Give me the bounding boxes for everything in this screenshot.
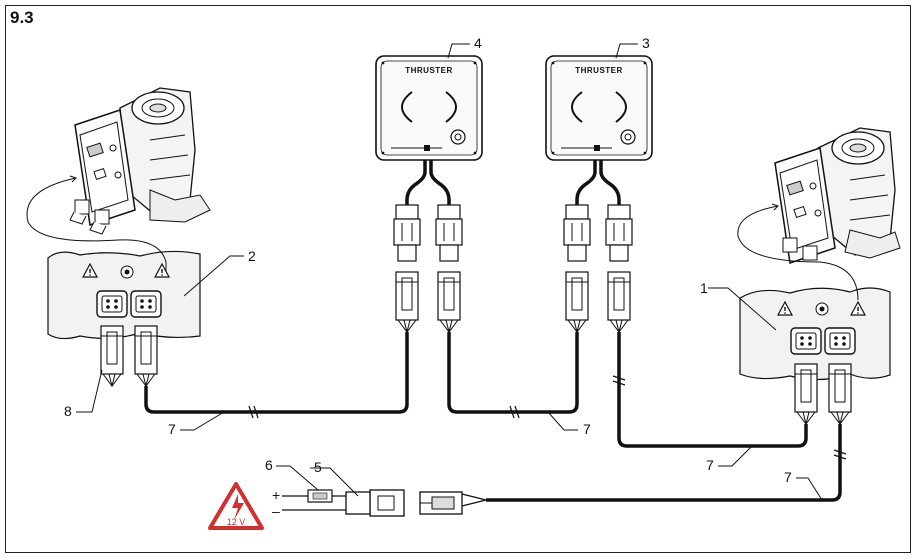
callout-1: 1 <box>700 280 708 296</box>
panel-3-plug-left <box>563 204 591 262</box>
callout-7-d: 7 <box>784 469 792 485</box>
figure-number: 9.3 <box>10 8 34 27</box>
callout-2: 2 <box>248 248 256 264</box>
panel-3-socket-left <box>565 271 589 333</box>
panel-3-plug-right <box>605 204 633 262</box>
panel-4-socket-right <box>437 271 461 333</box>
callout-3: 3 <box>642 35 650 51</box>
panel-4-pigtails <box>405 160 451 205</box>
right-motor-lead <box>737 205 859 301</box>
polarity-plus: + <box>272 487 280 503</box>
callout-7-c: 7 <box>706 457 714 473</box>
power-harness <box>282 489 487 517</box>
callout-7-b: 7 <box>583 421 591 437</box>
right-control-panel <box>739 287 891 425</box>
voltage-label: 12 V <box>227 517 246 527</box>
left-motor-unit <box>69 87 211 235</box>
left-motor-lead <box>26 177 167 272</box>
polarity-minus: – <box>272 503 280 519</box>
thruster-panel-4: THRUSTER <box>375 55 483 161</box>
left-control-panel <box>47 250 201 387</box>
panel-4-plug-left <box>393 204 421 262</box>
thruster-panel-3: THRUSTER <box>545 55 653 161</box>
panel-4-plug-right <box>435 204 463 262</box>
panel-4-brand: THRUSTER <box>405 66 453 75</box>
callout-6: 6 <box>265 457 273 473</box>
figure-frame <box>5 5 911 553</box>
callout-4: 4 <box>474 35 482 51</box>
panel-3-brand: THRUSTER <box>575 66 623 75</box>
panel-3-socket-right <box>607 271 631 333</box>
warning-triangle-icon: 12 V <box>208 482 264 530</box>
bus-cables <box>144 332 842 502</box>
panel-3-pigtails <box>575 160 621 205</box>
callout-8: 8 <box>64 403 72 419</box>
callout-leaders <box>76 43 823 501</box>
panel-4-socket-left <box>395 271 419 333</box>
cable-break-marks <box>248 375 847 460</box>
right-motor-unit <box>774 127 901 264</box>
callout-5: 5 <box>314 459 322 475</box>
callout-7-a: 7 <box>168 421 176 437</box>
